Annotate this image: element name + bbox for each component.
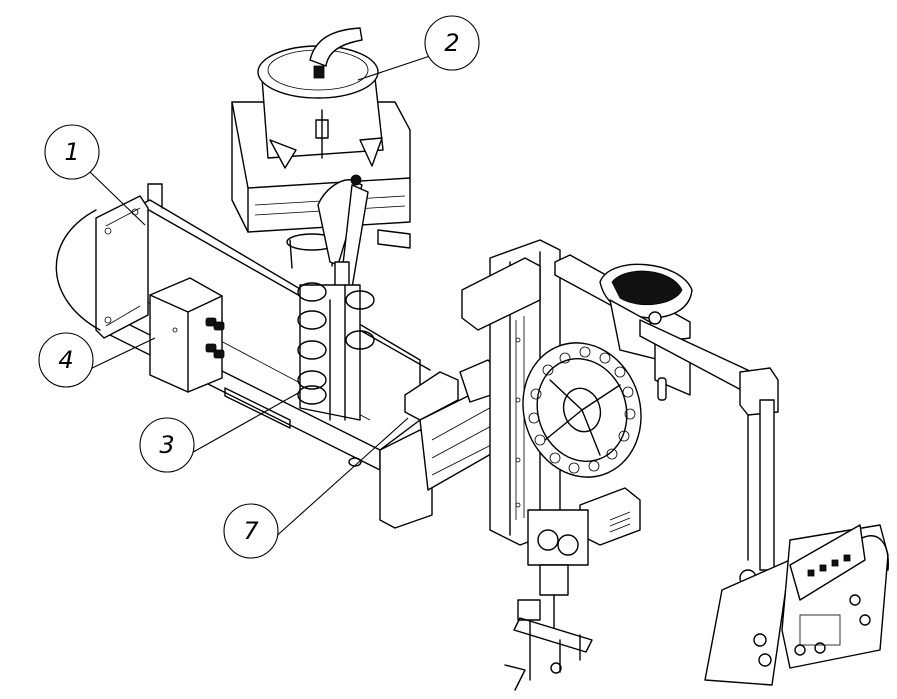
control-panel (704, 524, 889, 686)
tray-arm (554, 254, 761, 401)
transfer-module (379, 359, 501, 529)
callout-7-leader (271, 417, 409, 541)
callout-4: 4 (38, 332, 94, 388)
callout-3: 3 (139, 417, 195, 473)
callout-1-number: 1 (64, 138, 79, 166)
callout-2-leader (357, 55, 431, 81)
gripper-assembly (504, 487, 641, 691)
callout-2-number: 2 (444, 29, 459, 57)
electrical-box (149, 277, 225, 393)
hopper-unit (231, 27, 411, 269)
callout-1: 1 (44, 124, 100, 180)
main-beam (55, 183, 431, 471)
callout-7-number: 7 (243, 517, 259, 545)
callout-3-leader (187, 391, 301, 456)
callout-1-leader (89, 171, 146, 226)
callout-2: 2 (424, 15, 480, 71)
callout-4-leader (87, 337, 156, 371)
auger-column (297, 174, 375, 421)
callout-7: 7 (223, 503, 279, 559)
pendant-pole (739, 367, 779, 587)
callout-4-number: 4 (58, 346, 73, 374)
callout-3-number: 3 (159, 431, 174, 459)
carousel-disc (522, 342, 642, 478)
